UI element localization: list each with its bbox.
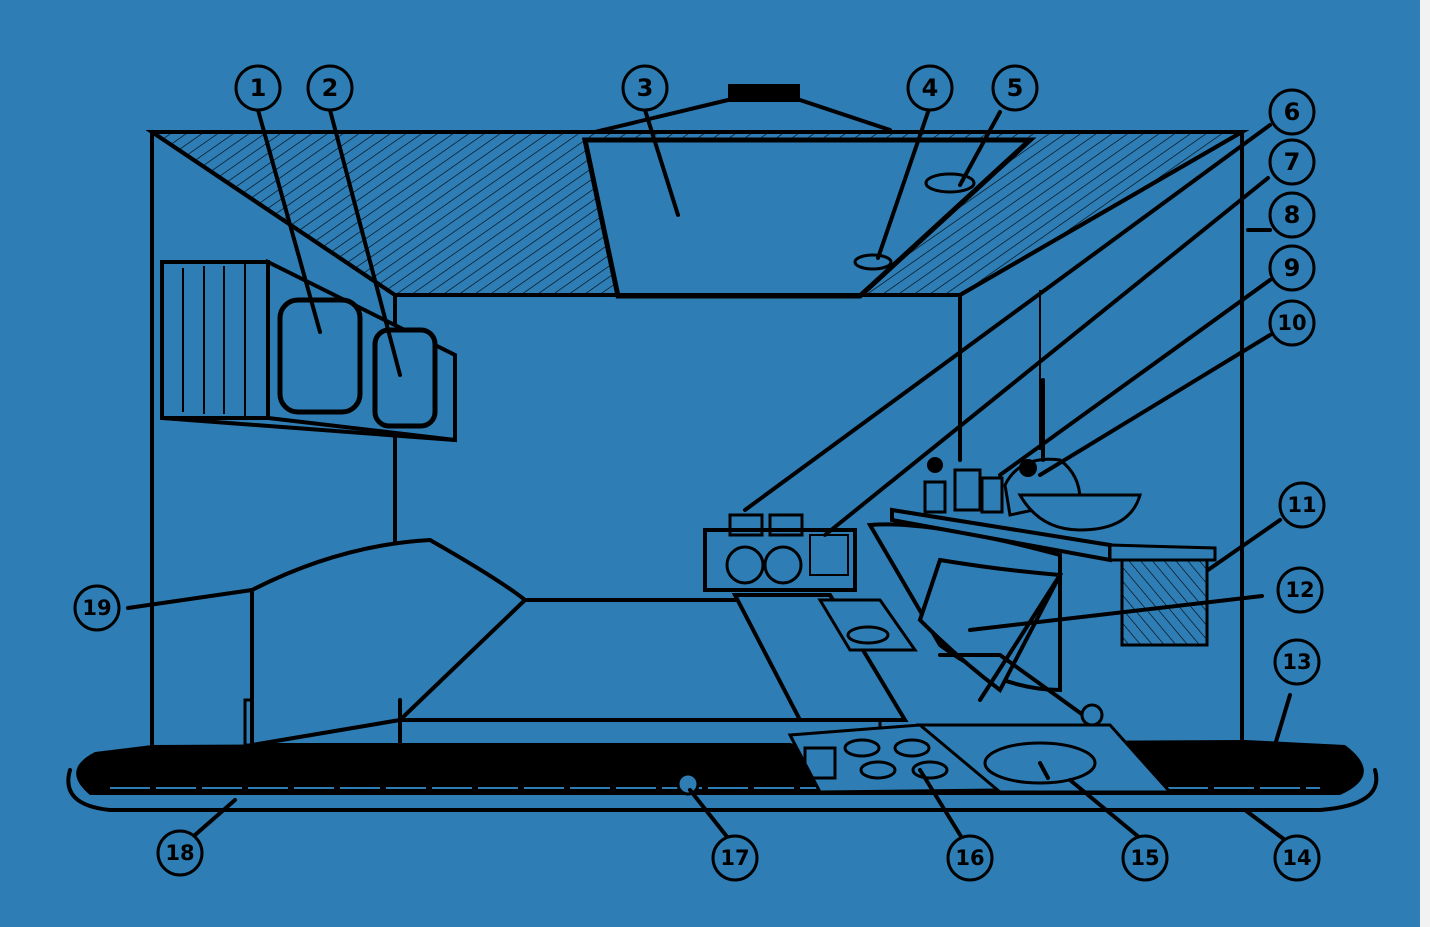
svg-text:4: 4 [922,74,939,102]
callout-9: 9 [1270,246,1314,290]
callout-3: 3 [623,66,667,110]
callout-15: 15 [1123,836,1167,880]
svg-text:5: 5 [1007,74,1024,102]
callout-4: 4 [908,66,952,110]
couch [870,524,1102,725]
svg-text:3: 3 [637,74,654,102]
svg-text:9: 9 [1284,254,1301,282]
svg-text:14: 14 [1282,846,1311,870]
callout-14: 14 [1275,836,1319,880]
callout-13: 13 [1275,640,1319,684]
callout-6: 6 [1270,90,1314,134]
svg-text:13: 13 [1282,650,1311,674]
svg-text:2: 2 [322,74,339,102]
svg-text:10: 10 [1277,311,1306,335]
callout-7: 7 [1270,140,1314,184]
callout-11: 11 [1280,483,1324,527]
svg-text:15: 15 [1130,846,1159,870]
svg-text:12: 12 [1285,578,1314,602]
svg-text:16: 16 [955,846,984,870]
callout-19: 19 [75,586,119,630]
callout-16: 16 [948,836,992,880]
callout-2: 2 [308,66,352,110]
svg-text:7: 7 [1284,148,1301,176]
callout-1: 1 [236,66,280,110]
callout-10: 10 [1270,301,1314,345]
floor-controls [790,725,1170,792]
callout-5: 5 [993,66,1037,110]
callout-17: 17 [713,836,757,880]
svg-text:17: 17 [720,846,749,870]
callout-18: 18 [158,831,202,875]
svg-text:19: 19 [82,596,111,620]
svg-text:8: 8 [1284,201,1301,229]
svg-text:1: 1 [250,74,267,102]
svg-text:18: 18 [165,841,194,865]
callout-12: 12 [1278,568,1322,612]
svg-text:6: 6 [1284,98,1301,126]
callout-8: 8 [1270,193,1314,237]
svg-text:11: 11 [1287,493,1316,517]
